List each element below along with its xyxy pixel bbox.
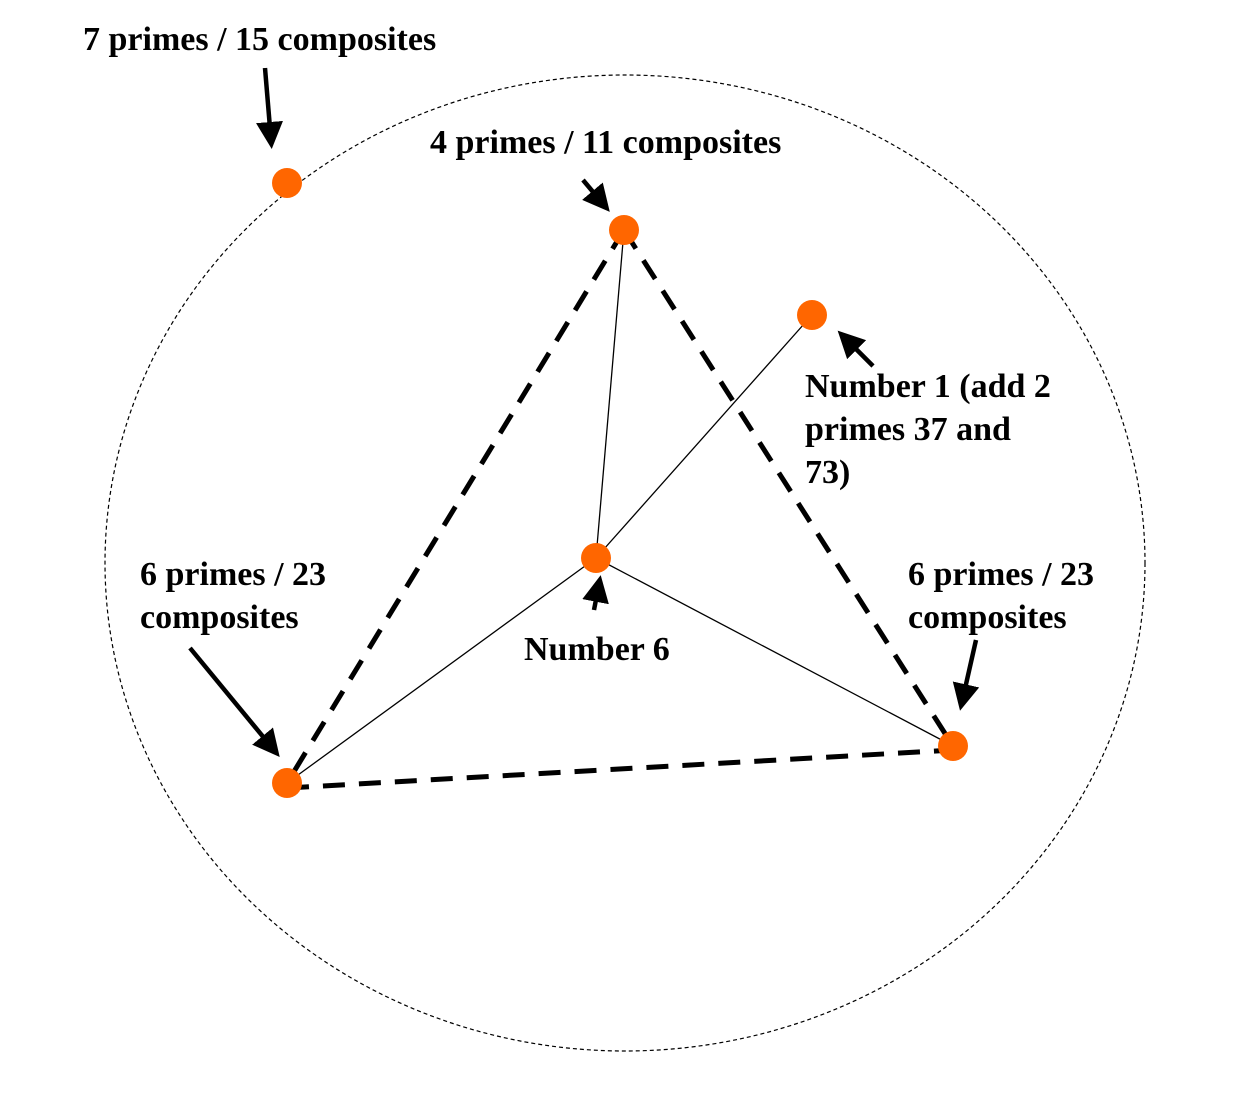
arrow-left <box>188 646 280 757</box>
outer-dashed-circle <box>104 74 1146 1052</box>
node-right <box>938 731 968 761</box>
label-outer: 7 primes / 15 composites <box>83 21 437 58</box>
edge-center-left <box>286 557 597 784</box>
node-center <box>581 543 611 573</box>
edge-center-number1 <box>595 314 813 559</box>
label-center: Number 6 <box>524 631 670 668</box>
label-left: 6 primes / 23 composites <box>140 556 327 636</box>
arrow-center <box>582 575 609 611</box>
dashed-edge-top-right <box>621 228 956 748</box>
edge-center-top <box>595 229 625 559</box>
node-outer <box>272 168 302 198</box>
arrow-right <box>952 639 980 711</box>
arrow-outer <box>256 67 283 149</box>
dashed-edge-left-right <box>286 747 954 791</box>
node-top <box>609 215 639 245</box>
label-top: 4 primes / 11 composites <box>430 124 782 161</box>
edge-center-right <box>595 557 954 747</box>
node-left <box>272 768 302 798</box>
label-right: 6 primes / 23 composites <box>908 556 1095 636</box>
node-number1 <box>797 300 827 330</box>
dashed-edge-top-left <box>284 228 627 785</box>
arrow-top <box>581 178 610 212</box>
label-number1: Number 1 (add 2 primes 37 and 73) <box>805 368 1051 491</box>
arrow-number1 <box>837 330 875 368</box>
